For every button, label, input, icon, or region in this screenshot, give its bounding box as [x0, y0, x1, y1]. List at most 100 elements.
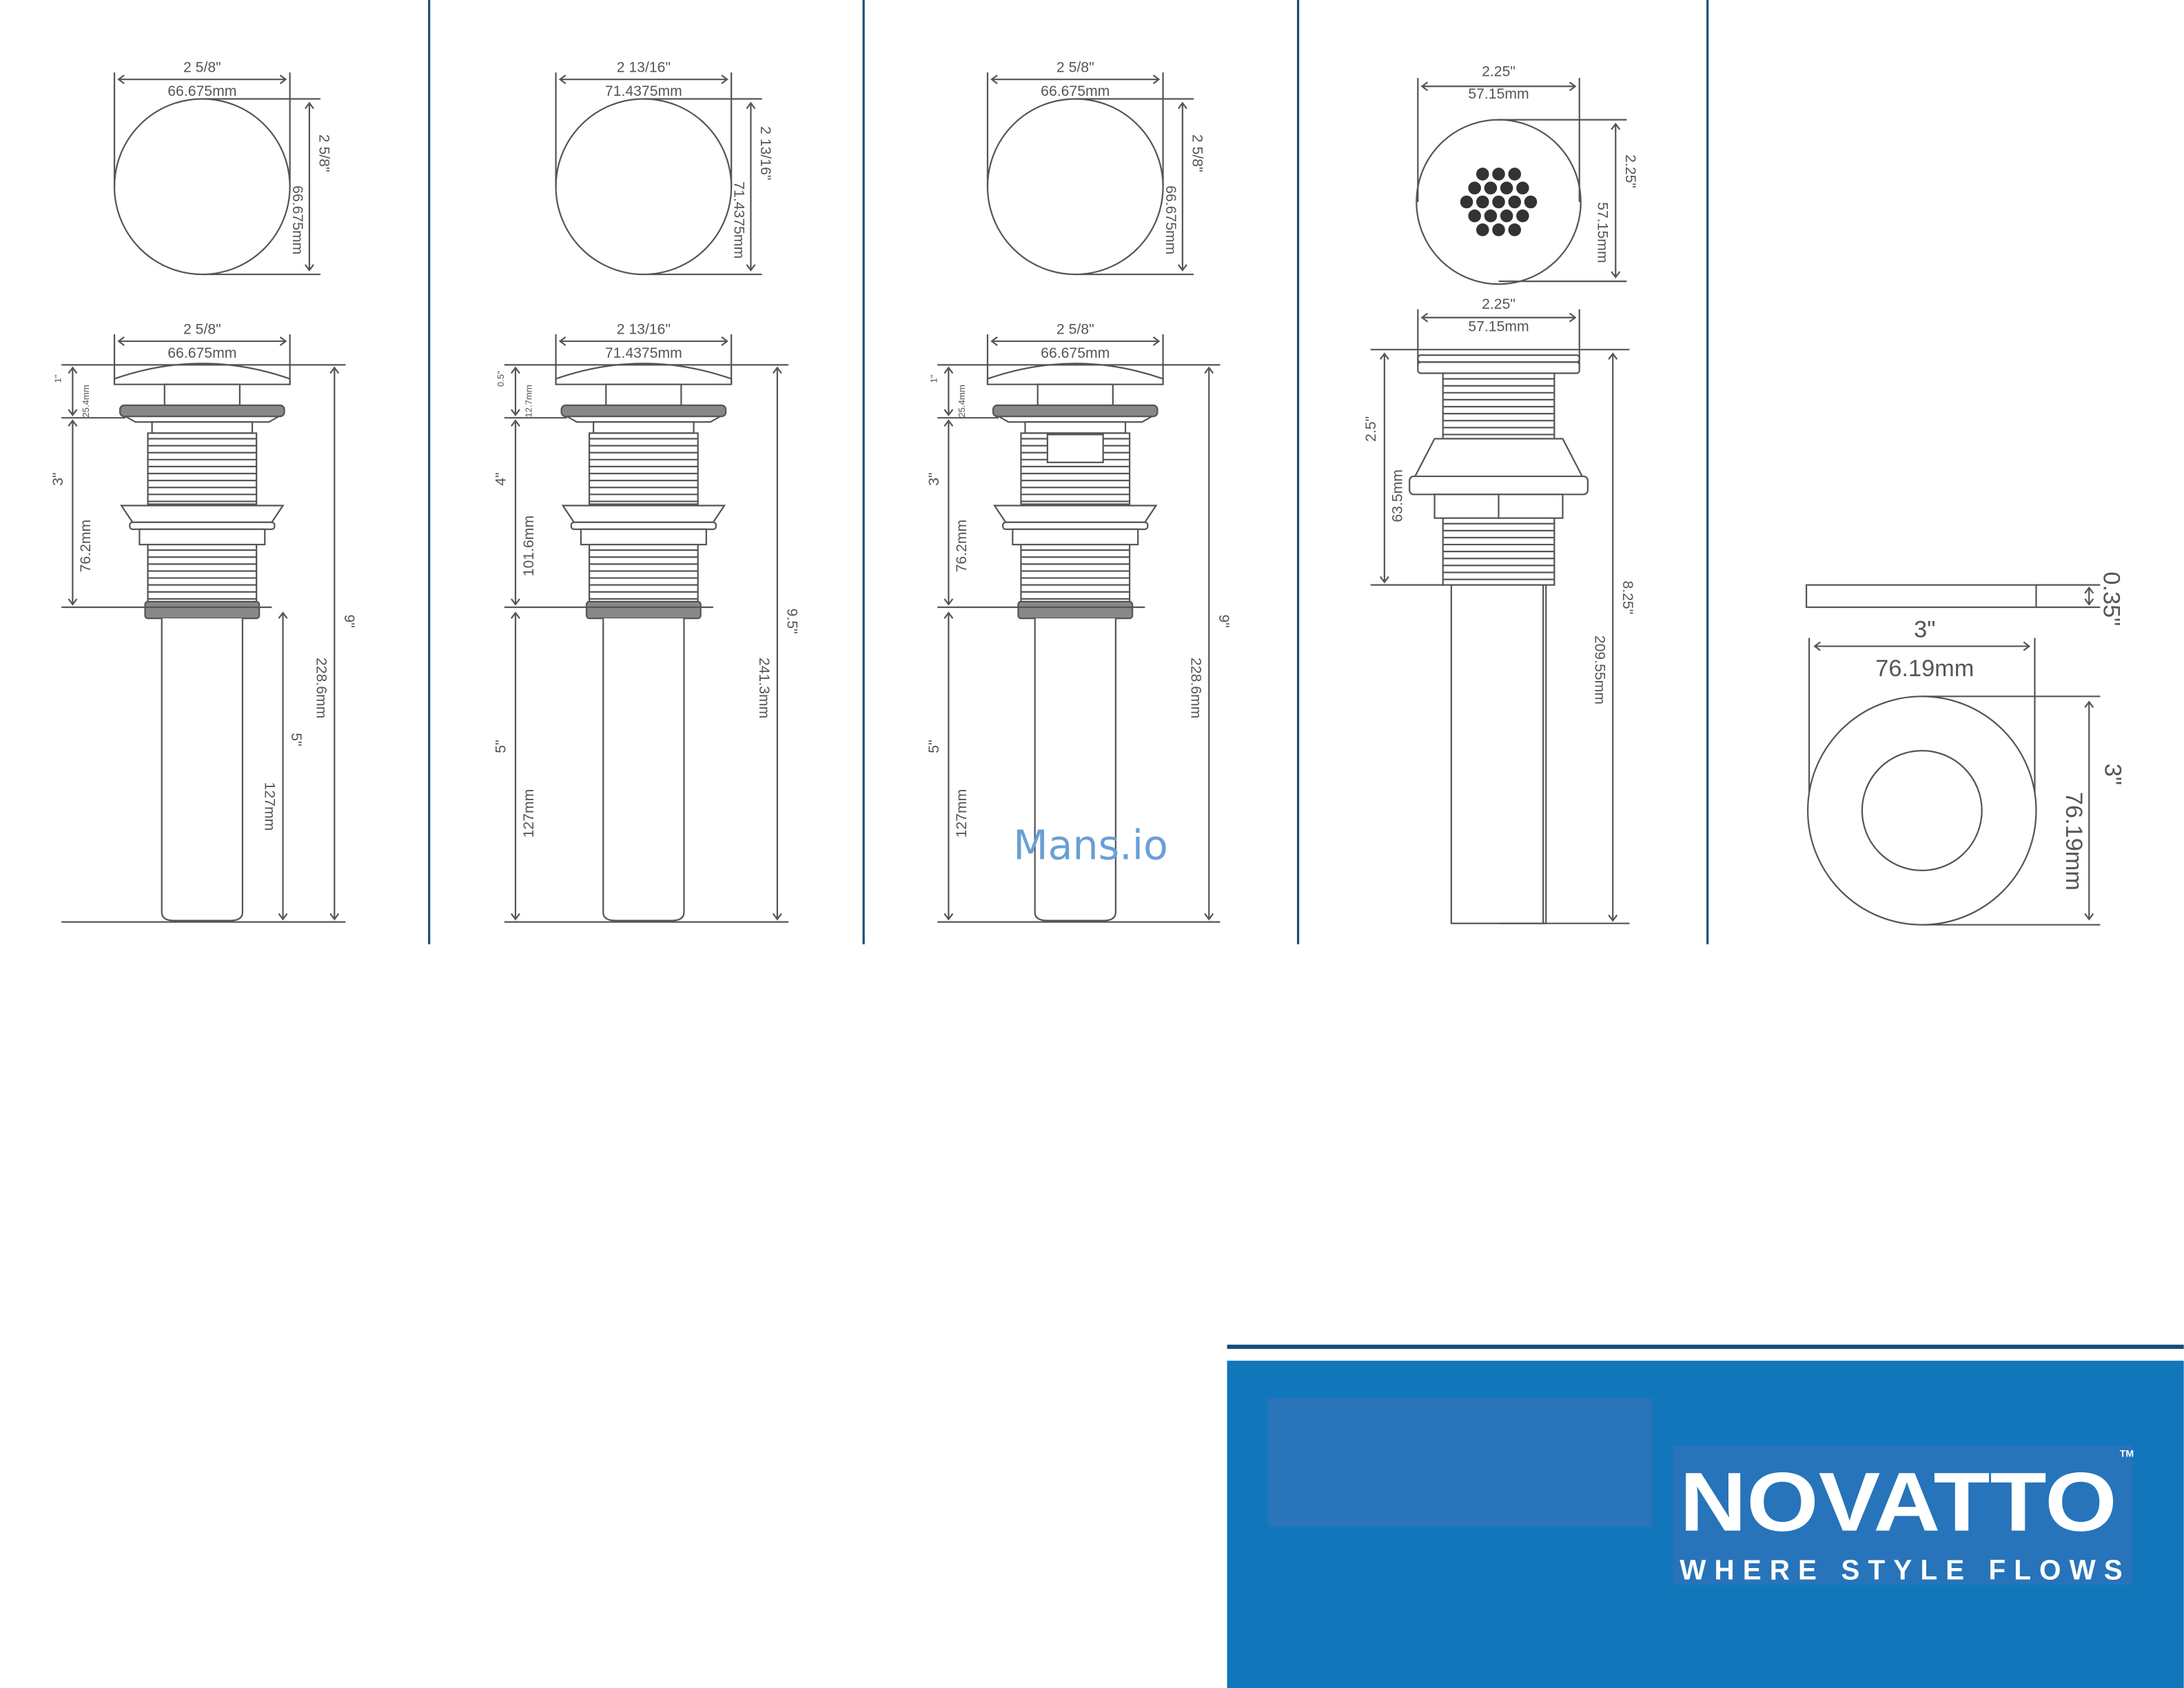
top-view-circle: [113, 98, 291, 276]
dimension-label: 66.675mm: [289, 185, 305, 254]
flange-lip: [995, 416, 1155, 423]
dimension-label: 228.6mm: [313, 658, 329, 718]
arrow-head: [511, 913, 520, 921]
dimension-label: 2 13/16": [617, 321, 671, 337]
cone-washer: [1414, 438, 1584, 478]
dimension-label: 76.2mm: [954, 520, 970, 573]
logo-tagline: WHERE STYLE FLOWS: [1680, 1554, 2123, 1585]
dimension-label: 241.3mm: [756, 658, 772, 718]
arrow-head: [990, 336, 998, 347]
lock-nut-flange: [992, 505, 1158, 523]
arrow-head: [1608, 352, 1618, 360]
arrow-head: [1152, 336, 1161, 347]
arrow-head: [1177, 264, 1187, 272]
dimension-label: 57.15mm: [1468, 86, 1529, 102]
dimension-label: 9": [341, 615, 357, 628]
drain-stem: [1037, 383, 1114, 407]
drain-cap: [555, 363, 733, 385]
dimension-label: 5": [288, 733, 304, 746]
dimension-label: 2.25": [1482, 64, 1515, 80]
top-view-circle: [986, 98, 1164, 276]
drain-stem: [605, 383, 682, 407]
lock-nut: [139, 528, 266, 546]
drain-hole: [1484, 209, 1498, 223]
strainer-top: [1417, 354, 1580, 363]
drain-hole: [1516, 181, 1529, 195]
arrow-head: [329, 913, 340, 921]
brand-logo: NOVATTO TM WHERE STYLE FLOWS: [1673, 1445, 2134, 1585]
dimension-label: 66.675mm: [167, 345, 236, 361]
arrow-head: [772, 913, 782, 921]
arrow-head: [1611, 271, 1621, 278]
ring-inner: [1861, 750, 1983, 872]
dimension-label: 25.4mm: [81, 385, 91, 417]
dimension-label: 228.6mm: [1187, 658, 1203, 718]
dimension-label: 66.675mm: [1041, 83, 1110, 99]
arrow-head: [746, 101, 756, 110]
dimension-label: 2 5/8": [1057, 321, 1094, 337]
dimension-label: 66.675mm: [167, 83, 236, 99]
arrow-head: [1379, 576, 1389, 584]
tailpiece: [1034, 618, 1116, 922]
thread-body: [588, 432, 699, 505]
dimension-label: 9.5": [784, 609, 799, 634]
arrow-head: [1608, 914, 1618, 922]
tailpiece: [1450, 584, 1547, 924]
arrow-head: [943, 419, 954, 427]
arrow-head: [2023, 641, 2031, 651]
dimension-label: 2.25": [1482, 296, 1515, 312]
arrow-head: [746, 264, 756, 272]
arrow-head: [68, 366, 78, 374]
arrow-head: [943, 611, 954, 619]
dimension-label: 1": [929, 374, 939, 383]
drain-hole: [1516, 209, 1529, 223]
dimension-label: 2 5/8": [1189, 134, 1205, 172]
thread-body: [588, 543, 699, 603]
arrow-head: [117, 336, 125, 347]
drain-hole: [1492, 167, 1505, 181]
arrow-head: [1611, 122, 1621, 130]
flange-lip: [122, 416, 282, 423]
dimension-label: 2 13/16": [617, 60, 671, 76]
thread-body: [1020, 543, 1131, 603]
dimension-label: 2 5/8": [183, 321, 221, 337]
dimension-label: 127mm: [521, 789, 537, 838]
lock-nut-lip: [1002, 521, 1149, 530]
lock-nut-lip: [129, 521, 276, 530]
lock-nut: [580, 528, 707, 546]
dimension-label: 0.5": [496, 371, 506, 387]
knurled-ring: [1017, 600, 1134, 620]
drain-hole: [1468, 181, 1481, 195]
drain-collar: [1024, 421, 1127, 434]
thread-body: [147, 543, 258, 603]
grid-drain-panel: 2.25"57.15mm2.25"57.15mm2.25"57.15mm2.5"…: [1363, 64, 1638, 924]
dimension-label: 2.25": [1622, 154, 1638, 188]
arrow-head: [2084, 700, 2094, 709]
arrow-head: [558, 336, 567, 347]
thread-body: [147, 432, 258, 505]
lock-nut-lip: [570, 521, 717, 530]
arrow-head: [1569, 312, 1577, 323]
drawings: 2 5/8" 66.675mm 2 5/8" 66.675mm 2 5/8" 66.675…: [50, 60, 2126, 926]
arrow-head: [1379, 352, 1389, 360]
dimension-label: 2 5/8": [183, 60, 221, 76]
arrow-head: [117, 74, 125, 85]
dimension-label: 5": [493, 740, 509, 753]
dimension-label: 101.6mm: [521, 516, 537, 576]
dimension-label: 127mm: [262, 782, 278, 831]
arrow-head: [1204, 366, 1214, 374]
dimension-label: 2 13/16": [757, 126, 773, 180]
arrow-head: [279, 74, 287, 85]
drain-hole: [1484, 181, 1498, 195]
arrow-head: [1420, 81, 1429, 92]
flange-lip: [564, 416, 724, 423]
drain-hole: [1492, 195, 1505, 209]
drain-hole: [1476, 195, 1489, 209]
arrow-head: [329, 366, 340, 374]
dimension-label: 2 5/8": [1057, 60, 1094, 76]
arrow-head: [1569, 81, 1577, 92]
arrow-head: [1204, 913, 1214, 921]
arrow-head: [1420, 312, 1429, 323]
